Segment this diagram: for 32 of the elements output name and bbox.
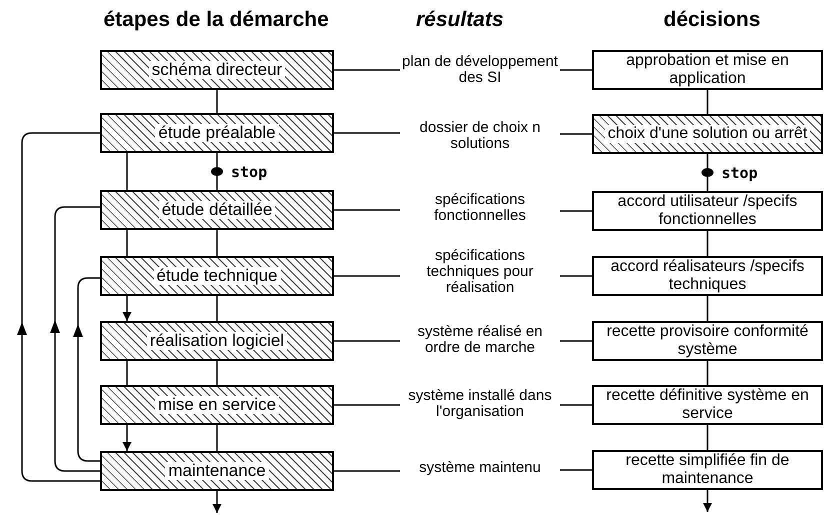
box-label: mise en service	[154, 396, 280, 414]
result-text: système installé dans l'organisation	[407, 388, 553, 420]
step-box	[100, 321, 334, 361]
box-label: accord réalisateurs /specifs techniques	[594, 258, 821, 294]
box-label: choix d'une solution ou arrêt	[604, 125, 810, 143]
box-label: étude technique	[154, 266, 280, 286]
box-label: accord utilisateur /specifs fonctionnelles	[594, 193, 821, 229]
step-box	[100, 385, 334, 425]
result-text: système maintenu	[419, 460, 541, 476]
box-label: schéma directeur	[148, 60, 286, 80]
box-label: recette définitive système en service	[594, 387, 821, 423]
result-text: dossier de choix n solutions	[418, 120, 542, 152]
box-label: approbation et mise en application	[594, 52, 821, 88]
column-heading: étapes de la démarche	[104, 8, 329, 32]
box-label: maintenance	[165, 462, 269, 480]
result-text: système réalisé en ordre de marche	[416, 324, 544, 356]
result-text: plan de développement des SI	[401, 54, 559, 86]
box-label: recette provisoire conformité système	[594, 323, 821, 359]
column-heading: résultats	[416, 8, 504, 32]
decision-box	[592, 114, 823, 154]
box-label: étude détaillée	[158, 200, 276, 220]
step-box	[100, 451, 334, 491]
step-box	[100, 50, 334, 90]
box-label: recette simplifiée fin de maintenance	[594, 452, 821, 488]
result-text: spécifications techniques pour réalisation	[426, 248, 534, 296]
step-box	[100, 113, 334, 153]
step-box	[100, 256, 334, 296]
column-heading: décisions	[664, 8, 760, 32]
step-box	[100, 190, 334, 230]
box-label: réalisation logiciel	[146, 332, 288, 350]
box-label: étude préalable	[155, 124, 279, 142]
result-text: spécifications fonctionnelles	[433, 192, 527, 224]
